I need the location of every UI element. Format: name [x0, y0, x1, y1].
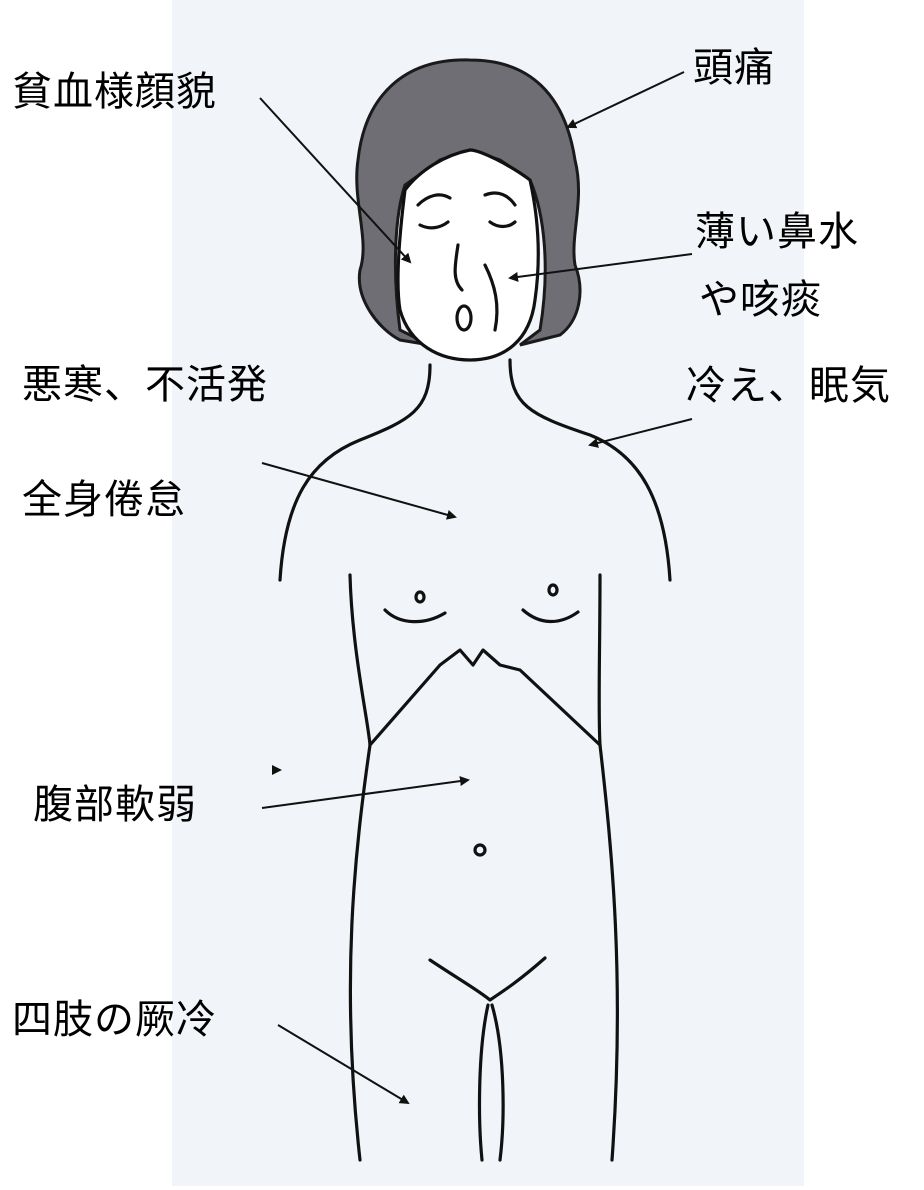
arrow-nasal [508, 253, 693, 282]
arrow-chill-fatigue [261, 462, 457, 520]
label-nasal-line2: や咳痰 [699, 277, 822, 323]
right-eyebrow [483, 191, 517, 207]
label-chill: 悪寒、不活発 [22, 362, 268, 408]
arrow-abdomen [261, 776, 470, 809]
cheek-wrinkle [483, 263, 499, 332]
right-nipple [547, 583, 559, 597]
left-neck-shoulder-arm [278, 363, 432, 582]
left-eye [418, 220, 450, 230]
label-cold-sleepy: 冷え、眠気 [686, 363, 891, 409]
right-torso-side [597, 573, 620, 1162]
rib-line [368, 648, 602, 747]
arrow-headache [566, 71, 685, 129]
arrow-limbs-real [277, 1024, 410, 1105]
right-neck-shoulder-arm [508, 358, 672, 582]
mouth [455, 304, 473, 332]
arrow-cold-sleepy [588, 418, 693, 448]
navel [473, 843, 487, 857]
label-limbs: 四肢の厥冷 [12, 997, 217, 1043]
label-abdomen: 腹部軟弱 [33, 782, 197, 828]
right-eye [488, 220, 517, 229]
left-breast [383, 608, 447, 624]
left-nipple [414, 590, 426, 604]
arrow-anemic-face [259, 97, 412, 264]
nose [453, 243, 464, 292]
right-breast [521, 608, 580, 624]
groin-line [428, 956, 547, 1002]
label-anemic-face: 貧血様顔貌 [12, 69, 217, 115]
inner-left-leg [477, 1003, 490, 1162]
label-nasal-line1: 薄い鼻水 [695, 209, 859, 255]
left-eyebrow [416, 193, 452, 207]
left-torso-side [348, 573, 372, 1162]
inner-right-leg [490, 1003, 505, 1162]
label-fatigue: 全身倦怠 [22, 477, 186, 523]
face [396, 148, 540, 362]
label-headache: 頭痛 [693, 45, 775, 91]
